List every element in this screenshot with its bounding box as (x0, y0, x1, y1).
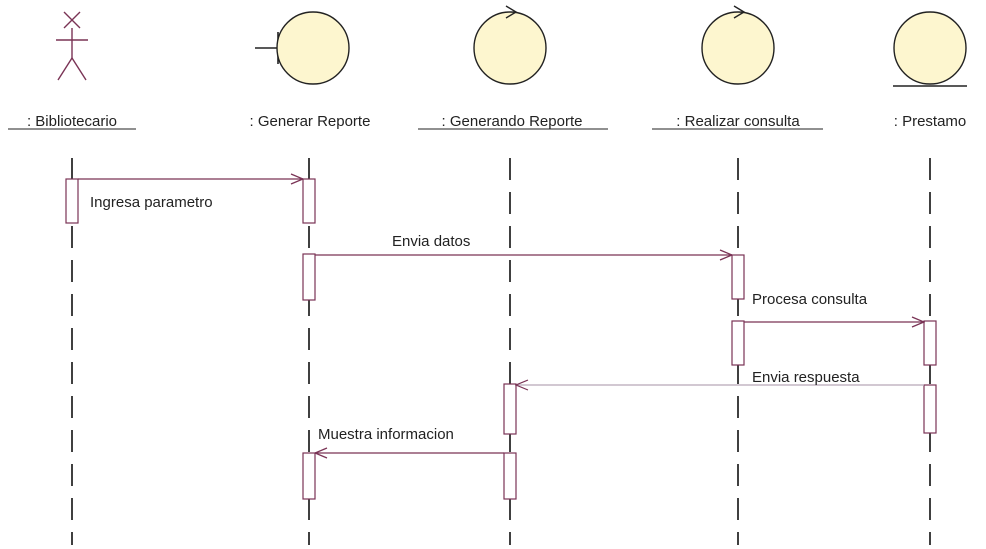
activation-bar (503, 383, 517, 435)
participant-name-realizar-consulta: : Realizar consulta (676, 113, 800, 130)
control-icon-generando-reporte (473, 5, 547, 85)
message-label-procesa-consulta: Procesa consulta (752, 291, 868, 308)
activation-bar (731, 320, 745, 366)
entity-icon-prestamo (893, 11, 967, 87)
actor-icon-bibliotecario (56, 11, 88, 81)
message-label-envia-respuesta: Envia respuesta (752, 369, 860, 386)
message-label-muestra-informacion: Muestra informacion (318, 426, 454, 443)
message-label-envia-datos: Envia datos (392, 233, 470, 250)
activation-bar (302, 452, 316, 500)
activation-bar (302, 253, 316, 301)
message-label-ingresa-parametro: Ingresa parametro (90, 194, 213, 211)
control-icon-realizar-consulta (701, 5, 775, 85)
participant-name-prestamo: : Prestamo (894, 113, 967, 130)
activation-bar (503, 452, 517, 500)
participant-name-generar-reporte: : Generar Reporte (250, 113, 371, 130)
activation-bar (923, 384, 937, 434)
boundary-icon-generar-reporte (255, 11, 350, 85)
participant-name-bibliotecario: : Bibliotecario (27, 113, 117, 130)
activation-bar (923, 320, 937, 366)
activation-bar (65, 178, 79, 224)
activation-bar (302, 178, 316, 224)
activation-bar (731, 254, 745, 300)
participant-name-generando-reporte: : Generando Reporte (442, 113, 583, 130)
